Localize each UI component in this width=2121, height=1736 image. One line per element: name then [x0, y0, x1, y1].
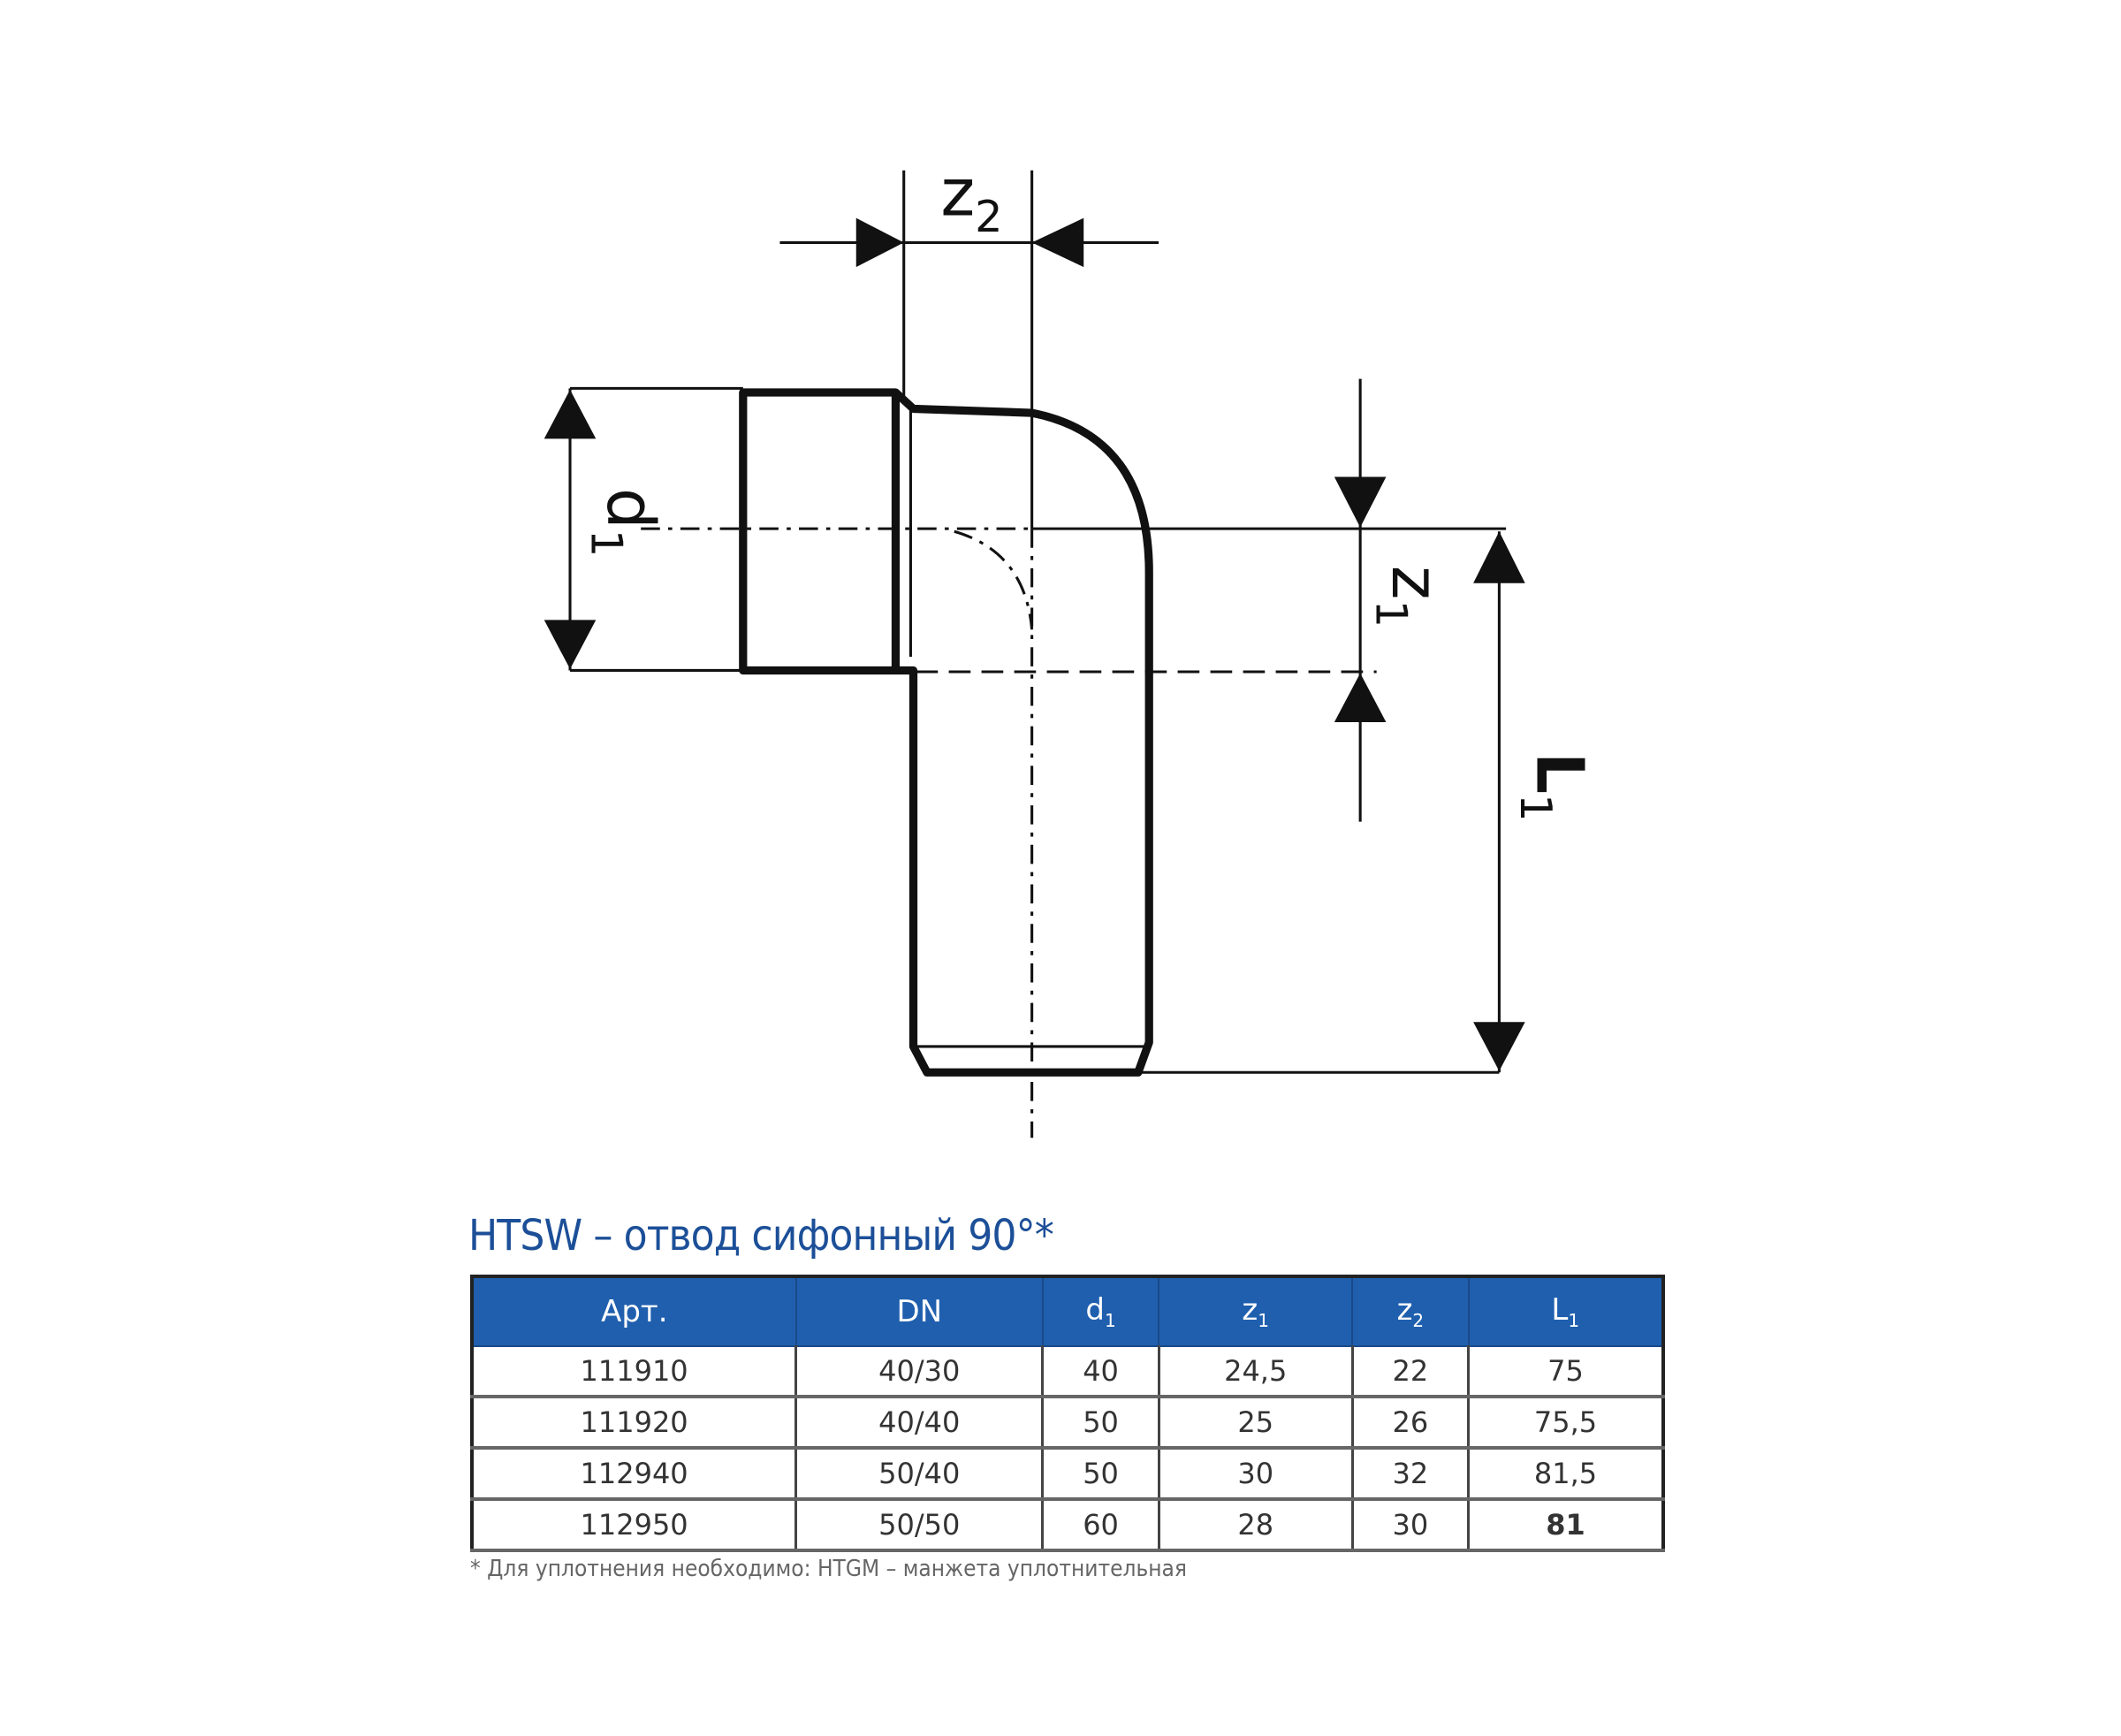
table-cell: 112940 — [470, 1448, 798, 1501]
table-cell: 26 — [1350, 1397, 1471, 1450]
table-header-row: Арт. DN d1 z1 z2 L1 — [471, 1275, 1665, 1347]
svg-text:d1: d1 — [582, 488, 668, 557]
table-cell: 81,5 — [1467, 1448, 1665, 1501]
z1-dimension: z1 — [1334, 378, 1453, 822]
table-cell: 50/50 — [794, 1499, 1045, 1552]
socket-outline — [739, 388, 901, 675]
d1-dimension: d1 — [544, 386, 743, 673]
header-art: Арт. — [471, 1275, 797, 1347]
table-cell: 50/40 — [794, 1448, 1045, 1501]
svg-text:z1: z1 — [1366, 566, 1453, 628]
table-cell: 24,5 — [1157, 1346, 1354, 1398]
table-cell: 60 — [1041, 1499, 1160, 1552]
table-cell: 112950 — [470, 1499, 798, 1552]
svg-text:L1: L1 — [1510, 752, 1597, 822]
table-cell: 25 — [1157, 1397, 1354, 1450]
table-cell: 30 — [1350, 1499, 1471, 1552]
table-cell: 75,5 — [1467, 1397, 1665, 1450]
table-cell: 50 — [1041, 1448, 1160, 1501]
footnote: * Для уплотнения необходимо: HTGM – манж… — [470, 1556, 1187, 1582]
header-z2: z2 — [1351, 1275, 1470, 1347]
table-cell: 40/40 — [794, 1397, 1045, 1450]
header-z1: z1 — [1158, 1275, 1354, 1347]
l1-dimension: L1 — [1137, 531, 1598, 1074]
table-cell: 28 — [1157, 1499, 1354, 1552]
table-cell: 40/30 — [794, 1346, 1045, 1398]
svg-text:z2: z2 — [940, 156, 1002, 242]
table-cell: 32 — [1350, 1448, 1471, 1501]
table-cell: 50 — [1041, 1397, 1160, 1450]
header-l1: L1 — [1467, 1275, 1665, 1347]
header-d1: d1 — [1041, 1275, 1160, 1347]
table-cell: 75 — [1467, 1346, 1665, 1398]
elbow-outline — [893, 389, 1153, 1077]
table-cell: 111920 — [470, 1397, 798, 1450]
table-cell: 22 — [1350, 1346, 1471, 1398]
table-cell: 30 — [1157, 1448, 1354, 1501]
header-dn: DN — [794, 1275, 1044, 1347]
product-title: HTSW – отвод сифонный 90°* — [468, 1211, 1054, 1260]
z2-dimension: z2 — [779, 156, 1159, 529]
table-cell: 40 — [1041, 1346, 1160, 1398]
table-cell: 81 — [1467, 1499, 1665, 1552]
table-cell: 111910 — [470, 1346, 798, 1398]
